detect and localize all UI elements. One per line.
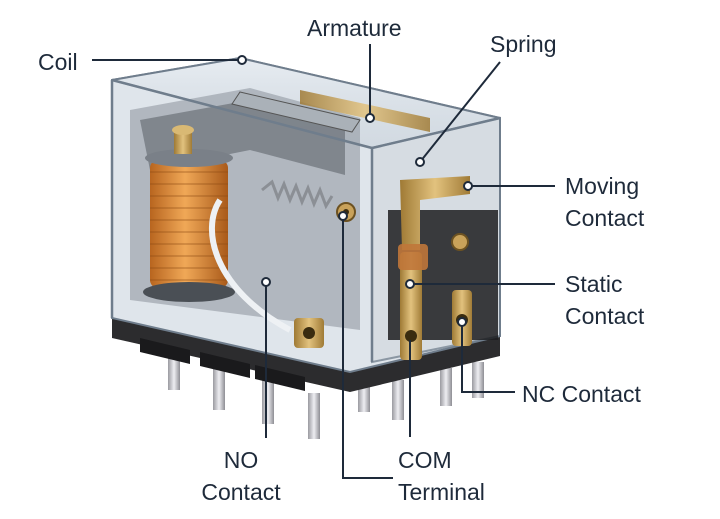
label-armature: Armature	[307, 15, 402, 41]
label-spring: Spring	[490, 31, 557, 57]
label-coil: Coil	[38, 49, 78, 75]
label-no-contact: NO Contact	[176, 444, 306, 508]
label-nc-contact: NC Contact	[522, 381, 641, 407]
label-com-terminal-line1: COM	[398, 447, 452, 473]
contact-assembly	[371, 116, 501, 364]
label-no-contact-line1: NO	[223, 447, 259, 473]
leader-nc-contact	[461, 322, 515, 393]
housing-outline	[110, 78, 501, 362]
coil-winding	[143, 125, 235, 302]
label-moving-contact-line1: Moving	[565, 173, 640, 199]
label-no-contact-line2: Contact	[201, 479, 281, 505]
label-moving-contact: Moving Contact	[565, 170, 644, 234]
leader-lines	[92, 44, 555, 479]
leader-dots	[237, 55, 473, 327]
label-com-terminal-line2: Terminal	[398, 479, 485, 505]
label-static-contact: Static Contact	[565, 268, 644, 332]
leader-com-terminal	[342, 216, 393, 479]
label-static-contact-line1: Static	[565, 271, 623, 297]
leader-spring	[419, 61, 501, 163]
label-com-terminal: COM Terminal	[398, 444, 485, 508]
relay-base	[112, 318, 500, 392]
label-static-contact-line2: Contact	[565, 303, 645, 329]
label-moving-contact-line2: Contact	[565, 205, 645, 231]
